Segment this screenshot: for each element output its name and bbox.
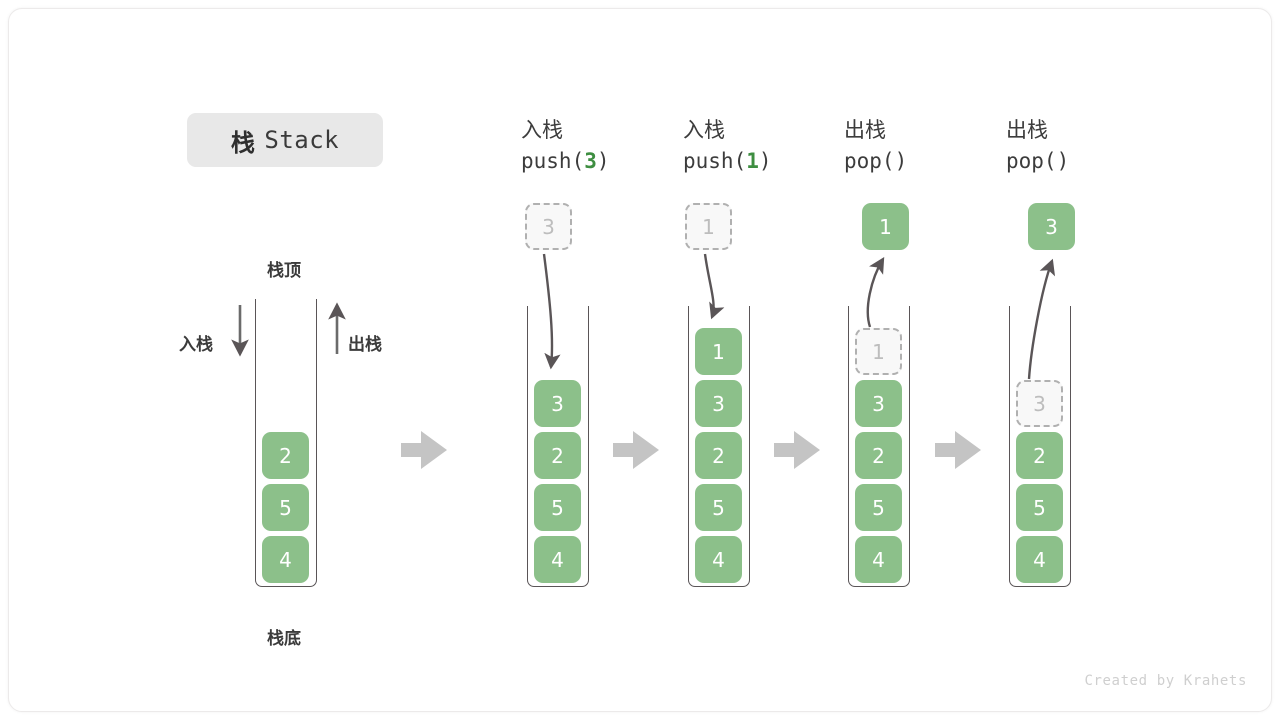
header-code: pop(): [1006, 145, 1156, 177]
vacated-ghost-cell: 1: [855, 328, 902, 375]
popped-cell: 3: [1028, 203, 1075, 250]
stack-container-push-3: [527, 306, 589, 587]
stack-cell: 5: [534, 484, 581, 531]
code-prefix: pop(: [844, 149, 895, 173]
stack-container-push-1: [688, 306, 750, 587]
code-suffix: ): [894, 149, 908, 173]
code-argument: 1: [746, 149, 759, 173]
label-stack-top: 栈顶: [267, 261, 301, 281]
code-prefix: push(: [683, 149, 747, 173]
title-chinese: 栈: [230, 128, 256, 157]
label-pop-direction: 出栈: [348, 335, 382, 355]
stack-cell: 2: [695, 432, 742, 479]
header-chinese: 入栈: [683, 118, 725, 142]
label-stack-bottom: 栈底: [267, 629, 301, 649]
column-header-pop-3: 出栈 pop(): [1006, 115, 1156, 177]
stack-cell: 5: [855, 484, 902, 531]
column-header-push-1: 入栈 push(1): [683, 115, 833, 177]
credit-text: Created by Krahets: [1084, 673, 1247, 689]
incoming-ghost-cell: 1: [685, 203, 732, 250]
stack-cell: 2: [855, 432, 902, 479]
stack-cell: 3: [534, 380, 581, 427]
code-suffix: ): [1056, 149, 1070, 173]
code-argument: 3: [584, 149, 597, 173]
stack-container-initial: [255, 299, 317, 587]
step-arrow-3: [774, 431, 820, 469]
incoming-ghost-cell: 3: [525, 203, 572, 250]
stack-cell: 4: [534, 536, 581, 583]
label-push-direction: 入栈: [179, 335, 213, 355]
stack-cell: 4: [262, 536, 309, 583]
code-suffix: ): [596, 149, 610, 173]
header-chinese: 出栈: [1006, 118, 1048, 142]
stack-container-pop-1: [848, 306, 910, 587]
stack-cell: 5: [695, 484, 742, 531]
header-code: push(3): [521, 145, 671, 177]
header-code: push(1): [683, 145, 833, 177]
stack-cell: 4: [695, 536, 742, 583]
diagram-title-badge: 栈 Stack: [187, 113, 383, 167]
header-chinese: 入栈: [521, 118, 563, 142]
header-chinese: 出栈: [844, 118, 886, 142]
code-prefix: pop(: [1006, 149, 1057, 173]
stack-cell: 4: [855, 536, 902, 583]
step-arrow-4: [935, 431, 981, 469]
code-suffix: ): [758, 149, 772, 173]
stack-container-pop-3: [1009, 306, 1071, 587]
header-code: pop(): [844, 145, 994, 177]
code-prefix: push(: [521, 149, 585, 173]
stack-cell: 1: [695, 328, 742, 375]
stack-cell: 5: [262, 484, 309, 531]
column-header-push-3: 入栈 push(3): [521, 115, 671, 177]
stack-cell: 2: [534, 432, 581, 479]
step-arrow-2: [613, 431, 659, 469]
popped-cell: 1: [862, 203, 909, 250]
column-header-pop-1: 出栈 pop(): [844, 115, 994, 177]
vacated-ghost-cell: 3: [1016, 380, 1063, 427]
stack-cell: 5: [1016, 484, 1063, 531]
title-english: Stack: [264, 126, 340, 154]
stack-cell: 4: [1016, 536, 1063, 583]
step-arrow-1: [401, 431, 447, 469]
stack-cell: 2: [1016, 432, 1063, 479]
stack-cell: 2: [262, 432, 309, 479]
diagram-card: 栈 Stack 栈顶 栈底 入栈 出栈 2 5 4 入栈 push(3) 3 3…: [8, 8, 1272, 712]
stack-cell: 3: [855, 380, 902, 427]
stack-cell: 3: [695, 380, 742, 427]
